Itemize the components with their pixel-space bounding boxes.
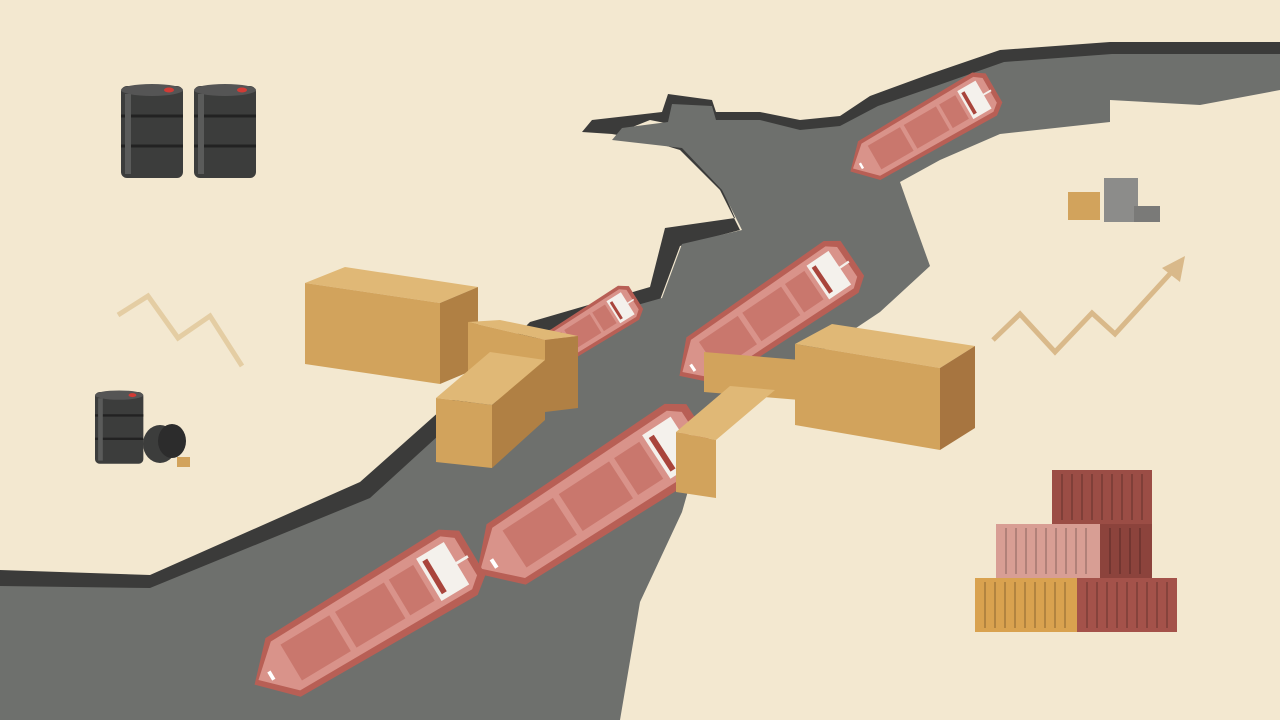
cargo-box-icon [177,457,190,467]
zigzag-line-icon [116,292,245,368]
cargo-box-icon [1068,178,1160,222]
shipping-container-icon [975,470,1177,632]
oil-barrel-icon [93,389,145,465]
river [0,54,1280,720]
oil-barrel-icon [143,424,186,463]
cargo-box-icon [676,324,975,498]
trend-up-arrow-icon-head [1162,256,1185,282]
cargo-box-icon [305,267,578,468]
oil-barrel-icon [119,82,185,180]
trend-up-arrow-icon [991,263,1180,356]
oil-barrel-icon [192,82,258,180]
